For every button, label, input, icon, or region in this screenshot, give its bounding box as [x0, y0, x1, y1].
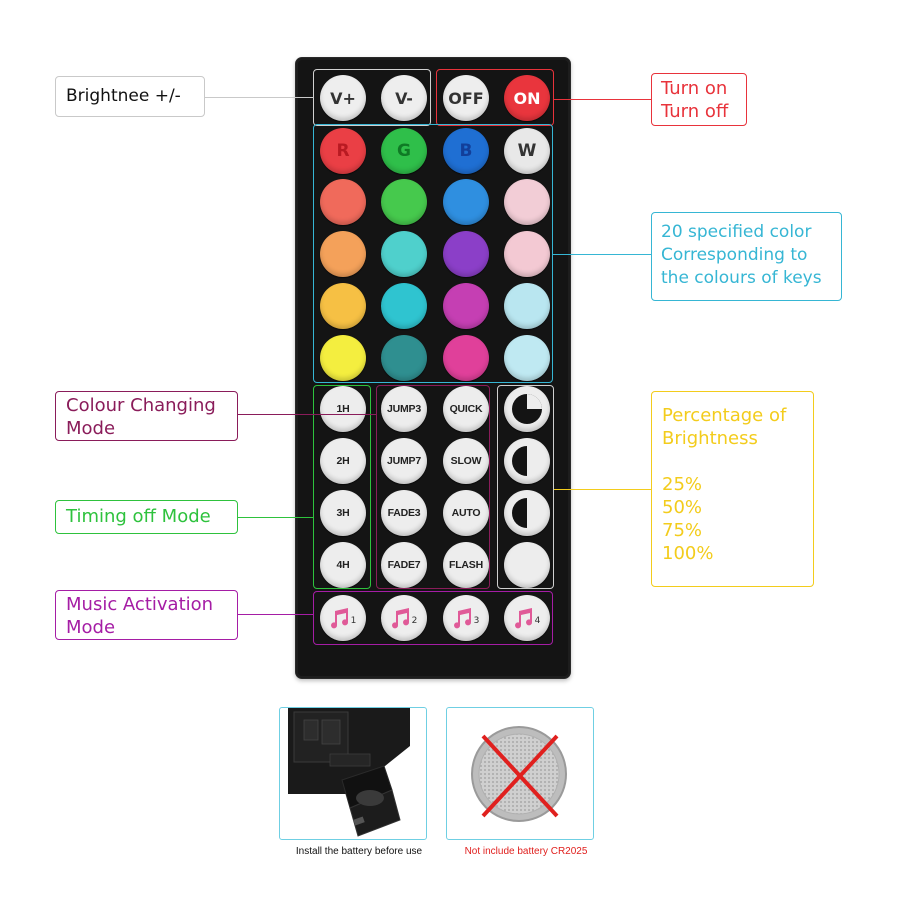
power-leader-line: [554, 99, 651, 100]
battery-install-image: [279, 707, 427, 840]
music-leader-line: [238, 614, 313, 615]
timer-1h-button[interactable]: 1H: [320, 386, 366, 432]
pie-75-icon: [512, 498, 527, 528]
color-key-r4-c4[interactable]: [504, 335, 550, 381]
brightness-50-button[interactable]: [504, 438, 550, 484]
pie-50-icon: [512, 446, 527, 476]
off-button[interactable]: OFF: [443, 75, 489, 121]
blue-button[interactable]: B: [443, 128, 489, 174]
timing-group-outline: [313, 385, 371, 589]
timer-3h-button[interactable]: 3H: [320, 490, 366, 536]
jump3-button[interactable]: JUMP3: [381, 386, 427, 432]
volume-up-button[interactable]: V+: [320, 75, 366, 121]
flash-button[interactable]: FLASH: [443, 542, 489, 588]
music-note-icon: [391, 608, 409, 629]
color-key-r1-c3[interactable]: [443, 179, 489, 225]
crossed-battery-illustration: [471, 726, 567, 822]
color-key-r4-c3[interactable]: [443, 335, 489, 381]
music-note-icon: [330, 608, 348, 629]
battery-tray-illustration: [288, 708, 410, 837]
pie-25-icon: [512, 394, 542, 424]
green-button[interactable]: G: [381, 128, 427, 174]
auto-button[interactable]: AUTO: [443, 490, 489, 536]
power-group-outline: [436, 69, 554, 126]
music-note-icon: [453, 608, 471, 629]
music-4-button[interactable]: 4: [504, 595, 550, 641]
timing-callout: Timing off Mode: [55, 500, 238, 534]
percentage-callout: Percentage of Brightness 25% 50% 75% 100…: [651, 391, 814, 587]
percentage-group-outline: [497, 385, 554, 589]
color-key-r3-c4[interactable]: [504, 283, 550, 329]
on-button[interactable]: ON: [504, 75, 550, 121]
fade7-button[interactable]: FADE7: [381, 542, 427, 588]
color-key-r3-c1[interactable]: [320, 283, 366, 329]
brightness-leader-line: [205, 97, 314, 98]
red-button[interactable]: R: [320, 128, 366, 174]
volume-down-button[interactable]: V-: [381, 75, 427, 121]
colors-group-outline: [313, 124, 553, 383]
colors-leader-line: [553, 254, 651, 255]
colour-mode-leader-line: [238, 414, 376, 415]
percentage-leader-line: [554, 489, 651, 490]
color-key-r3-c2[interactable]: [381, 283, 427, 329]
music-2-button[interactable]: 2: [381, 595, 427, 641]
timer-4h-button[interactable]: 4H: [320, 542, 366, 588]
slow-button[interactable]: SLOW: [443, 438, 489, 484]
color-key-r3-c3[interactable]: [443, 283, 489, 329]
no-battery-caption: Not include battery CR2025: [464, 846, 588, 857]
color-key-r2-c1[interactable]: [320, 231, 366, 277]
brightness-25-button[interactable]: [504, 386, 550, 432]
brightness-callout: Brightnee +/-: [55, 76, 205, 117]
colors-callout: 20 specified color Corresponding to the …: [651, 212, 842, 301]
brightness-group-outline: [313, 69, 431, 126]
white-button[interactable]: W: [504, 128, 550, 174]
power-callout: Turn on Turn off: [651, 73, 747, 126]
timing-leader-line: [238, 517, 313, 518]
color-key-r2-c4[interactable]: [504, 231, 550, 277]
brightness-100-button[interactable]: [504, 542, 550, 588]
color-key-r4-c1[interactable]: [320, 335, 366, 381]
fade3-button[interactable]: FADE3: [381, 490, 427, 536]
color-key-r4-c2[interactable]: [381, 335, 427, 381]
color-key-r2-c3[interactable]: [443, 231, 489, 277]
music-group-outline: [313, 591, 553, 645]
music-note-icon: [514, 608, 532, 629]
quick-button[interactable]: QUICK: [443, 386, 489, 432]
color-key-r1-c2[interactable]: [381, 179, 427, 225]
color-key-r1-c4[interactable]: [504, 179, 550, 225]
install-battery-caption: Install the battery before use: [295, 846, 423, 857]
brightness-75-button[interactable]: [504, 490, 550, 536]
mode-group-outline: [376, 385, 490, 589]
music-1-button[interactable]: 1: [320, 595, 366, 641]
jump7-button[interactable]: JUMP7: [381, 438, 427, 484]
color-key-r2-c2[interactable]: [381, 231, 427, 277]
music-callout: Music Activation Mode: [55, 590, 238, 640]
no-battery-image: [446, 707, 594, 840]
music-3-button[interactable]: 3: [443, 595, 489, 641]
colour-mode-callout: Colour Changing Mode: [55, 391, 238, 441]
timer-2h-button[interactable]: 2H: [320, 438, 366, 484]
color-key-r1-c1[interactable]: [320, 179, 366, 225]
